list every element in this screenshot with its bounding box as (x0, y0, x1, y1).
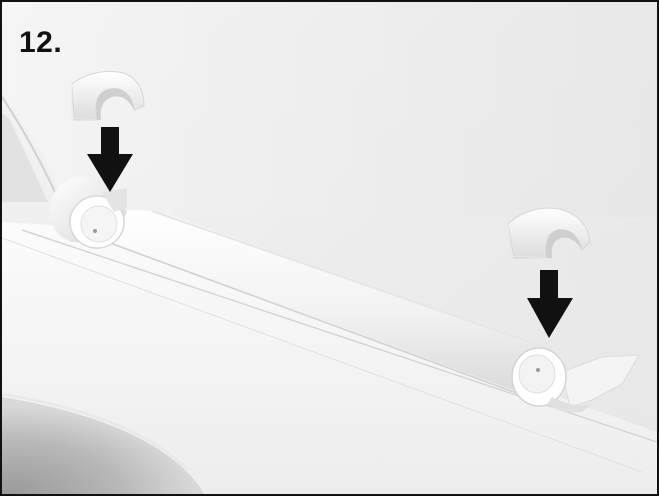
right-hinge-face (519, 355, 555, 393)
right-hinge-pin (536, 368, 540, 372)
left-hinge-face (81, 206, 117, 242)
left-hinge-pin (93, 229, 97, 233)
step-number: 12. (19, 28, 62, 58)
